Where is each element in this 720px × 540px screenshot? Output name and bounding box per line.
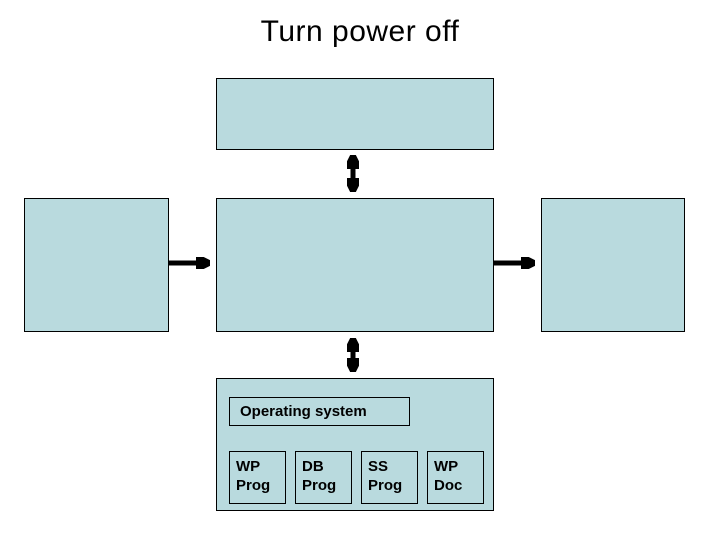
operating-system-box: Operating system: [229, 397, 410, 426]
prog-label-line1: SS: [368, 458, 389, 475]
box-right: [541, 198, 685, 332]
box-left: [24, 198, 169, 332]
wp-prog-box: WP Prog: [229, 451, 286, 504]
operating-system-label: Operating system: [240, 403, 367, 420]
box-top: [216, 78, 494, 150]
wp-doc-box: WP Doc: [427, 451, 484, 504]
ss-prog-box: SS Prog: [361, 451, 418, 504]
box-center: [216, 198, 494, 332]
prog-label-line2: Prog: [368, 477, 403, 494]
prog-label-line1: WP: [236, 458, 261, 475]
prog-label-line1: WP: [434, 458, 459, 475]
page-title: Turn power off: [260, 15, 460, 48]
prog-label-line1: DB: [302, 458, 324, 475]
prog-label-line2: Prog: [302, 477, 337, 494]
db-prog-box: DB Prog: [295, 451, 352, 504]
prog-label-line2: Prog: [236, 477, 271, 494]
box-bottom: Operating system WP Prog DB Prog SS Prog…: [216, 378, 494, 511]
prog-label-line2: Doc: [434, 477, 463, 494]
